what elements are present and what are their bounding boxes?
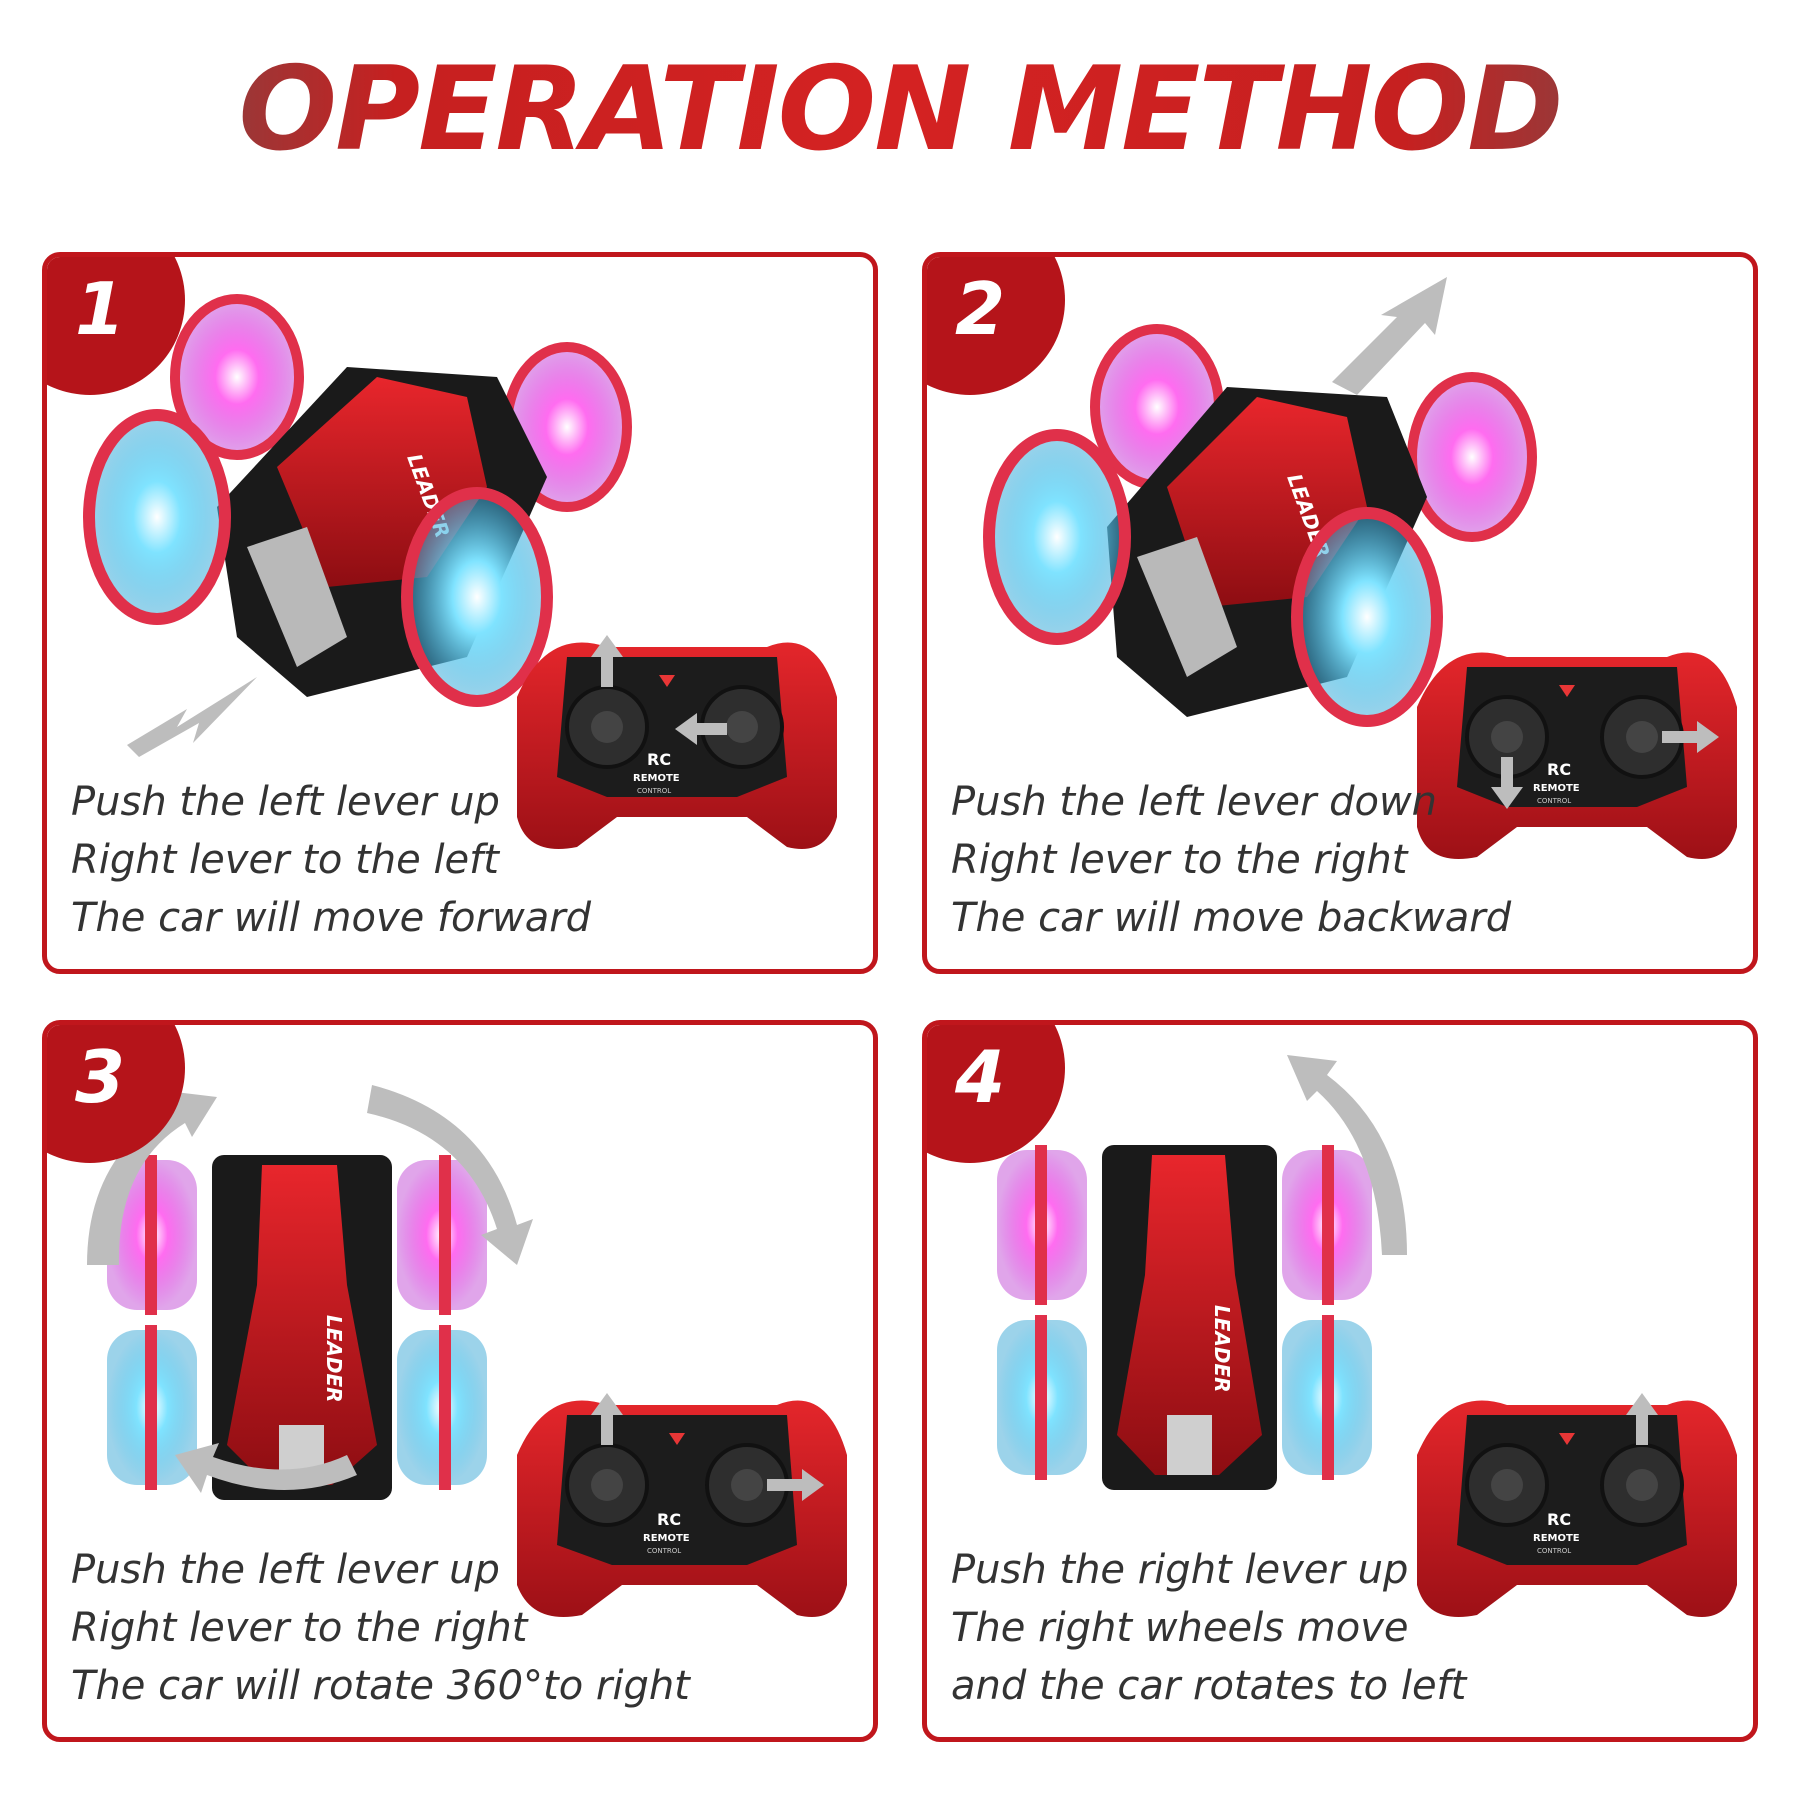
arrow-left-icon (675, 713, 727, 745)
page-title: OPERATION METHOD (0, 52, 1800, 168)
car-illustration-rotate-right: LEADER (87, 1085, 533, 1500)
controller-label: REMOTE (633, 773, 680, 784)
step-panel-4: LEADER RC REMOTE CONTROL 4 Push the righ… (922, 1020, 1758, 1742)
controller-logo: RC (1547, 760, 1571, 779)
controller-label: REMOTE (1533, 783, 1580, 794)
step-panel-1: LEADER RC REMOTE CONTROL 1 Push the left… (42, 252, 878, 974)
remote-controller: RC REMOTE CONTROL (517, 1393, 847, 1617)
remote-controller: RC REMOTE CONTROL (1417, 652, 1737, 859)
step-caption-2: Push the left lever down Right lever to … (951, 779, 1512, 941)
car-brand-label: LEADER (322, 1315, 346, 1403)
car-brand-label: LEADER (1210, 1305, 1234, 1393)
controller-sublabel: CONTROL (637, 787, 671, 795)
car-illustration-backward: LEADER (983, 277, 1537, 727)
car-illustration-rotate-left: LEADER (997, 1055, 1407, 1490)
controller-sublabel: CONTROL (647, 1547, 681, 1555)
controller-logo: RC (647, 750, 671, 769)
step-badge-1: 1 (47, 257, 185, 395)
arrow-up-icon (1626, 1393, 1658, 1445)
controller-sublabel: CONTROL (1537, 797, 1571, 805)
controller-logo: RC (1547, 1510, 1571, 1529)
step-caption-3: Push the left lever up Right lever to th… (71, 1547, 690, 1709)
step-panel-2: LEADER RC REMOTE CONTROL 2 Push the left… (922, 252, 1758, 974)
arrow-down-icon (1491, 757, 1523, 809)
remote-controller: RC REMOTE CONTROL (1417, 1393, 1737, 1617)
controller-label: REMOTE (643, 1533, 690, 1544)
controller-sublabel: CONTROL (1537, 1547, 1571, 1555)
step-caption-4: Push the right lever up The right wheels… (951, 1547, 1467, 1709)
step-caption-1: Push the left lever up Right lever to th… (71, 779, 592, 941)
arrow-right-icon (1662, 721, 1719, 753)
arrow-up-icon (591, 635, 623, 687)
controller-label: REMOTE (1533, 1533, 1580, 1544)
step-panel-3: LEADER RC REMOTE CONTROL 3 Push the left… (42, 1020, 878, 1742)
arrow-up-icon (591, 1393, 623, 1445)
remote-controller: RC REMOTE CONTROL (517, 635, 837, 849)
car-illustration-forward: LEADER (83, 294, 632, 757)
controller-logo: RC (657, 1510, 681, 1529)
arrow-right-icon (767, 1469, 824, 1501)
